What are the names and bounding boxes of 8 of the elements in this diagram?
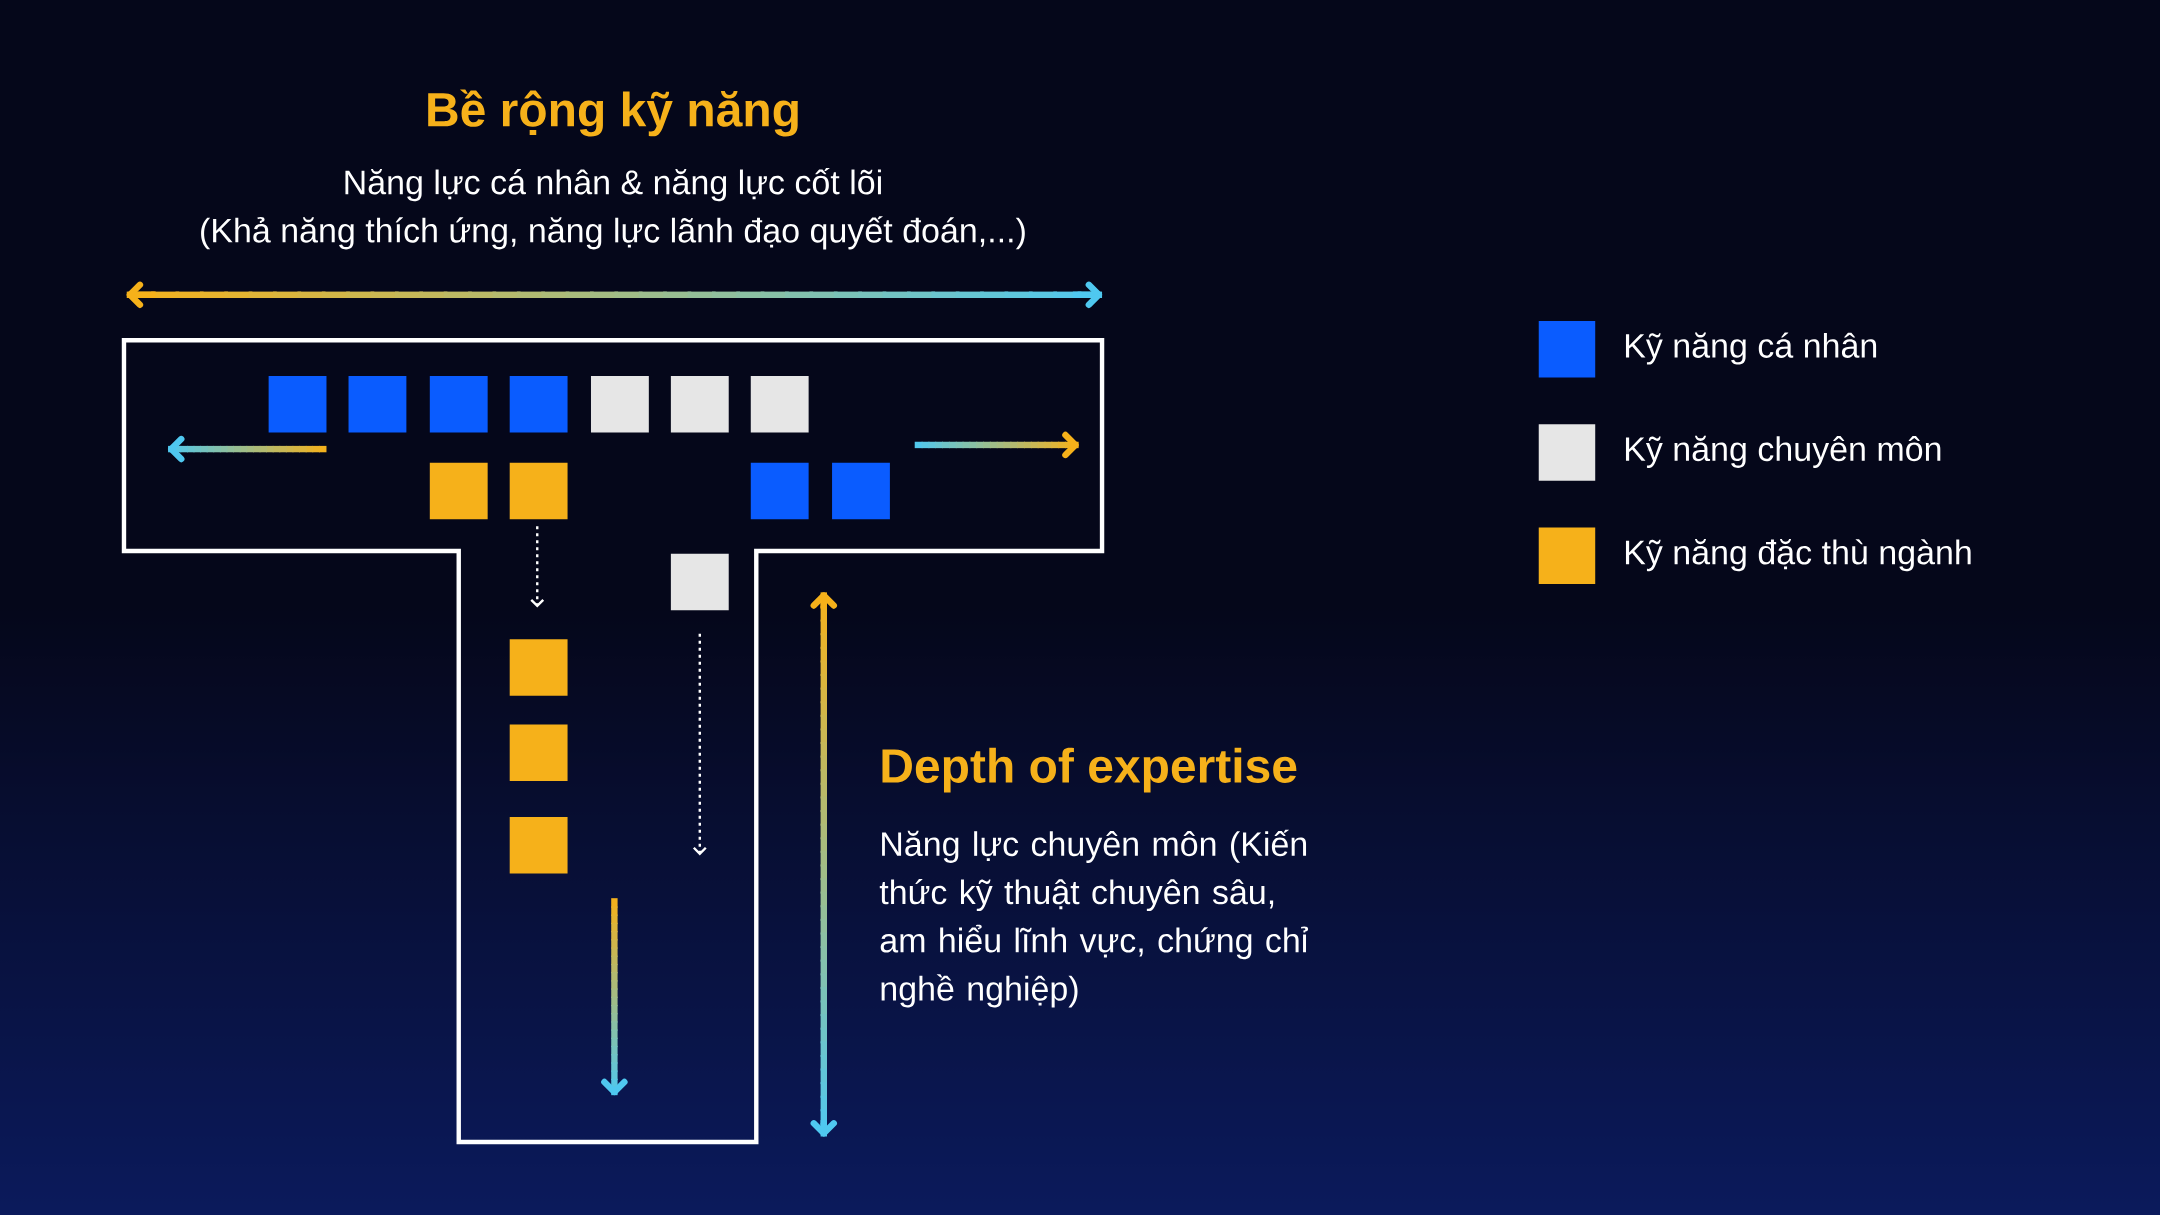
- subtitle: (Khả năng thích ứng, năng lực lãnh đạo quyết đoán,...): [201, 216, 1025, 250]
- description: Năng lực chuyên môn (Kiến thức kỹ thuật chuyên sâu, am hiểu lĩnh vực, chứng chỉ nghề nghiệp): [879, 829, 1309, 1008]
- heading: Depth of expertise: [882, 747, 1297, 793]
- subtitle: Năng lực cá nhân & năng lực cốt lõi: [345, 168, 881, 202]
- legend-label: Kỹ năng đặc thù ngành: [1625, 539, 1971, 572]
- heading: Bề rộng kỹ năng: [428, 89, 798, 137]
- legend-label: Kỹ năng chuyên môn: [1625, 435, 1941, 468]
- legend-label: Kỹ năng cá nhân: [1625, 332, 1877, 365]
